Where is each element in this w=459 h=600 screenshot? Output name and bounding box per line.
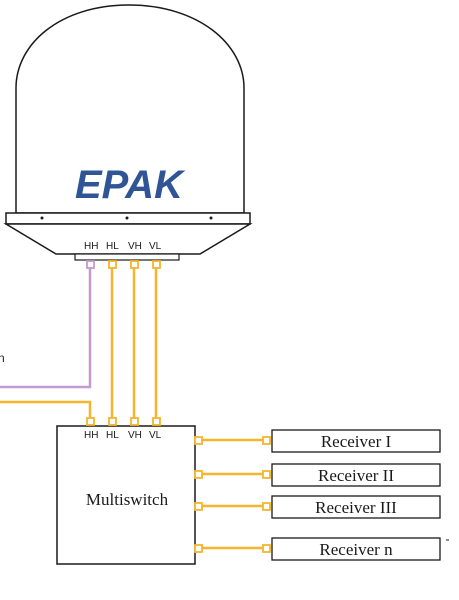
- lnb-port-label-hh: HH: [84, 241, 98, 252]
- rim-bolt: [209, 216, 213, 220]
- lnb-connector-vl: [152, 260, 161, 269]
- receiver-cables: [199, 438, 266, 550]
- receiver-box-2: [271, 463, 441, 487]
- ms-port-label-vh: VH: [128, 430, 142, 441]
- lnb-port-label-vh: VH: [128, 241, 142, 252]
- edge-label: n: [0, 351, 5, 365]
- lnb-cables: [0, 267, 158, 420]
- receiver-connector-2: [262, 470, 271, 479]
- receiver-box-4: [271, 537, 441, 561]
- multiswitch-label: Multiswitch: [86, 490, 169, 509]
- receiver-connector-1: [262, 436, 271, 445]
- receiver-label-3: Receiver III: [315, 498, 397, 517]
- multiswitch-box: [56, 425, 196, 565]
- ms-input-vh: [130, 417, 139, 426]
- hh-cable: [0, 267, 92, 389]
- lnb-port-label-hl: HL: [106, 241, 119, 252]
- external-cable: [0, 400, 92, 420]
- ms-port-label-hh: HH: [84, 430, 98, 441]
- receiver-box-3: [271, 495, 441, 519]
- radome-dome: [15, 4, 245, 214]
- ms-port-label-vl: VL: [149, 430, 162, 441]
- ms-input-hh: [86, 417, 95, 426]
- lnb-connector-hl: [108, 260, 117, 269]
- receiver-label-1: Receiver I: [321, 432, 392, 451]
- radome-base: [3, 223, 253, 255]
- rim-bolt: [125, 216, 129, 220]
- lnb-connector-vh: [130, 260, 139, 269]
- ms-port-label-hl: HL: [106, 430, 119, 441]
- receiver-label-2: Receiver II: [318, 466, 394, 485]
- ms-output-1: [194, 436, 203, 445]
- connector-plate: [74, 253, 180, 261]
- ms-output-4: [194, 544, 203, 553]
- rim-bolt: [40, 216, 44, 220]
- ms-output-3: [194, 502, 203, 511]
- lnb-connector-hh: [86, 260, 95, 269]
- ms-input-vl: [152, 417, 161, 426]
- ms-input-hl: [108, 417, 117, 426]
- receiver-box-1: [271, 429, 441, 453]
- receiver-connector-4: [262, 544, 271, 553]
- brand-logo: EPAK: [75, 163, 186, 207]
- receiver-label-4: Receiver n: [319, 540, 393, 559]
- lnb-port-label-vl: VL: [149, 241, 162, 252]
- receiver-connector-3: [262, 502, 271, 511]
- ms-output-2: [194, 470, 203, 479]
